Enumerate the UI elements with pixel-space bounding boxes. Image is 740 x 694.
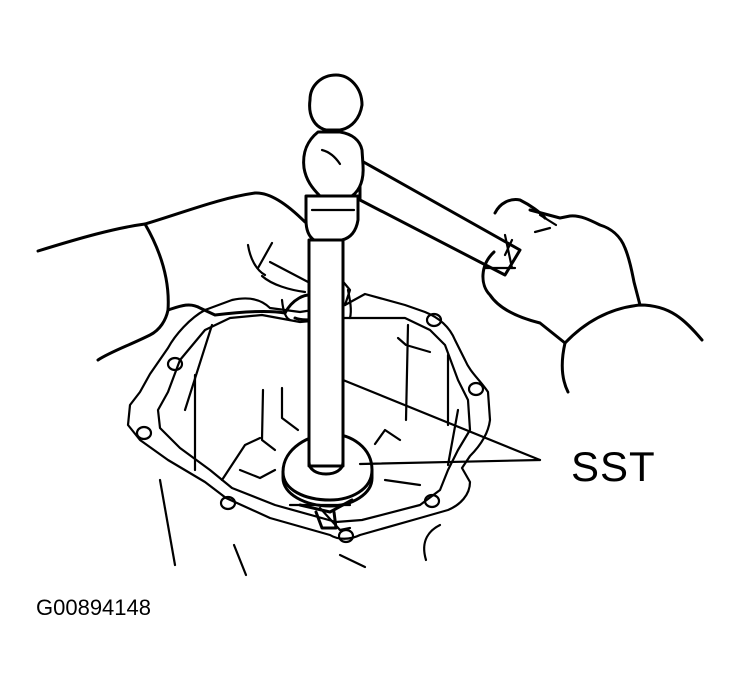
sst-tool	[281, 238, 374, 530]
sst-callout-label: SST	[571, 443, 656, 490]
hammer	[302, 73, 522, 277]
figure-id: G00894148	[36, 595, 151, 620]
left-hand	[36, 191, 352, 362]
callout-leaders	[341, 378, 542, 466]
right-hand	[481, 198, 704, 394]
